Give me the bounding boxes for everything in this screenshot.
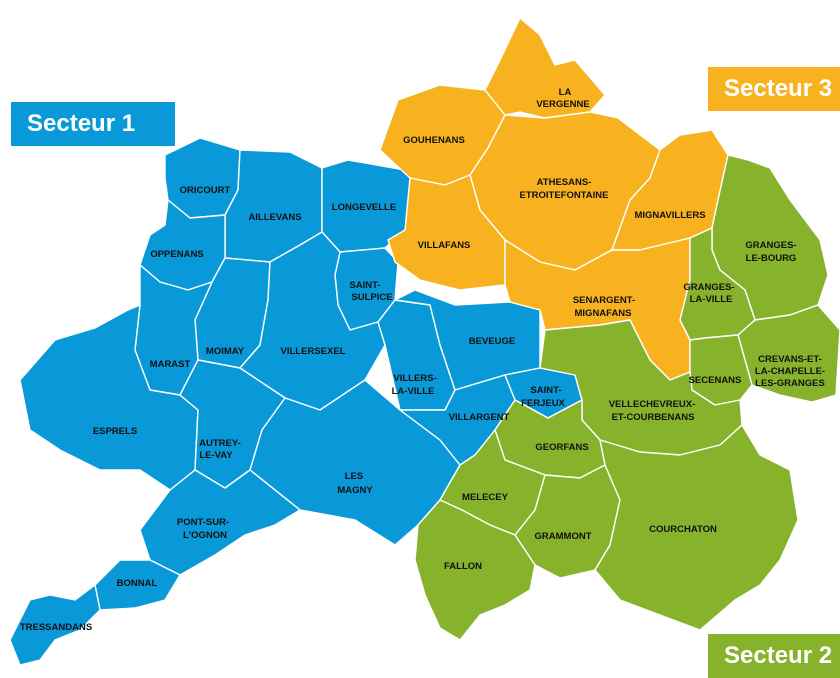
label-courchaton: COURCHATON bbox=[649, 524, 717, 535]
legend-secteur-1: Secteur 1 bbox=[11, 102, 175, 146]
label-fallon: FALLON bbox=[444, 561, 482, 572]
label-saint-ferjeux-2: FERJEUX bbox=[521, 398, 565, 409]
label-les-magny-1: LES bbox=[345, 471, 363, 482]
label-tressandans: TRESSANDANS bbox=[20, 622, 92, 633]
label-georfans: GEORFANS bbox=[535, 442, 588, 453]
commune-fallon[interactable] bbox=[414, 499, 536, 641]
label-aillevans: AILLEVANS bbox=[248, 212, 301, 223]
label-crevans-2: LA-CHAPELLE- bbox=[755, 366, 825, 377]
label-villers-la-ville-1: VILLERS- bbox=[393, 373, 436, 384]
legend-secteur-2: Secteur 2 bbox=[708, 634, 840, 678]
label-grammont: GRAMMONT bbox=[535, 531, 592, 542]
label-granges-le-bourg-2: LE-BOURG bbox=[746, 253, 797, 264]
label-athesans-2: ETROITEFONTAINE bbox=[519, 190, 608, 201]
label-oricourt: ORICOURT bbox=[180, 185, 231, 196]
label-esprels: ESPRELS bbox=[93, 426, 137, 437]
label-villersexel: VILLERSEXEL bbox=[281, 346, 346, 357]
label-athesans-1: ATHESANS- bbox=[537, 177, 592, 188]
label-longevelle: LONGEVELLE bbox=[332, 202, 396, 213]
label-beveuge: BEVEUGE bbox=[469, 336, 515, 347]
label-moimay: MOIMAY bbox=[206, 346, 245, 357]
label-saint-sulpice-2: SULPICE bbox=[351, 292, 392, 303]
label-granges-la-ville-1: GRANGES- bbox=[683, 282, 734, 293]
legend-secteur-3: Secteur 3 bbox=[708, 67, 840, 111]
commune-tressandans[interactable] bbox=[9, 584, 101, 666]
commune-courchaton[interactable] bbox=[594, 424, 799, 631]
label-pont-sur-lognon-1: PONT-SUR- bbox=[177, 517, 229, 528]
label-senargent-2: MIGNAFANS bbox=[575, 308, 632, 319]
label-vellechevreux-1: VELLECHEVREUX- bbox=[609, 399, 696, 410]
label-pont-sur-lognon-2: L'OGNON bbox=[183, 530, 227, 541]
commune-villafans[interactable] bbox=[387, 174, 506, 291]
label-mignavillers: MIGNAVILLERS bbox=[634, 210, 705, 221]
label-autrey-le-vay-2: LE-VAY bbox=[199, 450, 233, 461]
label-melecey: MELECEY bbox=[462, 492, 509, 503]
commune-la-vergenne[interactable] bbox=[484, 17, 606, 119]
label-la-vergenne-1: LA bbox=[559, 87, 572, 98]
label-senargent-1: SENARGENT- bbox=[573, 295, 635, 306]
label-secenans: SECENANS bbox=[689, 375, 742, 386]
label-saint-sulpice-1: SAINT- bbox=[349, 280, 380, 291]
label-villers-la-ville-2: LA-VILLE bbox=[392, 386, 435, 397]
label-bonnal: BONNAL bbox=[117, 578, 158, 589]
label-crevans-1: CREVANS-ET- bbox=[758, 354, 822, 365]
label-les-magny-2: MAGNY bbox=[337, 485, 373, 496]
label-granges-le-bourg-1: GRANGES- bbox=[745, 240, 796, 251]
label-oppenans: OPPENANS bbox=[150, 249, 203, 260]
label-villargent: VILLARGENT bbox=[449, 412, 510, 423]
commune-pont-sur-lognon[interactable] bbox=[139, 469, 301, 576]
label-crevans-3: LES-GRANGES bbox=[755, 378, 825, 389]
commune-bonnal[interactable] bbox=[94, 559, 181, 611]
label-villafans: VILLAFANS bbox=[418, 240, 471, 251]
label-la-vergenne-2: VERGENNE bbox=[536, 99, 589, 110]
label-saint-ferjeux-1: SAINT- bbox=[530, 385, 561, 396]
label-gouhenans: GOUHENANS bbox=[403, 135, 465, 146]
label-marast: MARAST bbox=[150, 359, 191, 370]
label-granges-la-ville-2: LA-VILLE bbox=[690, 294, 733, 305]
label-vellechevreux-2: ET-COURBENANS bbox=[612, 412, 695, 423]
label-autrey-le-vay-1: AUTREY- bbox=[199, 438, 241, 449]
